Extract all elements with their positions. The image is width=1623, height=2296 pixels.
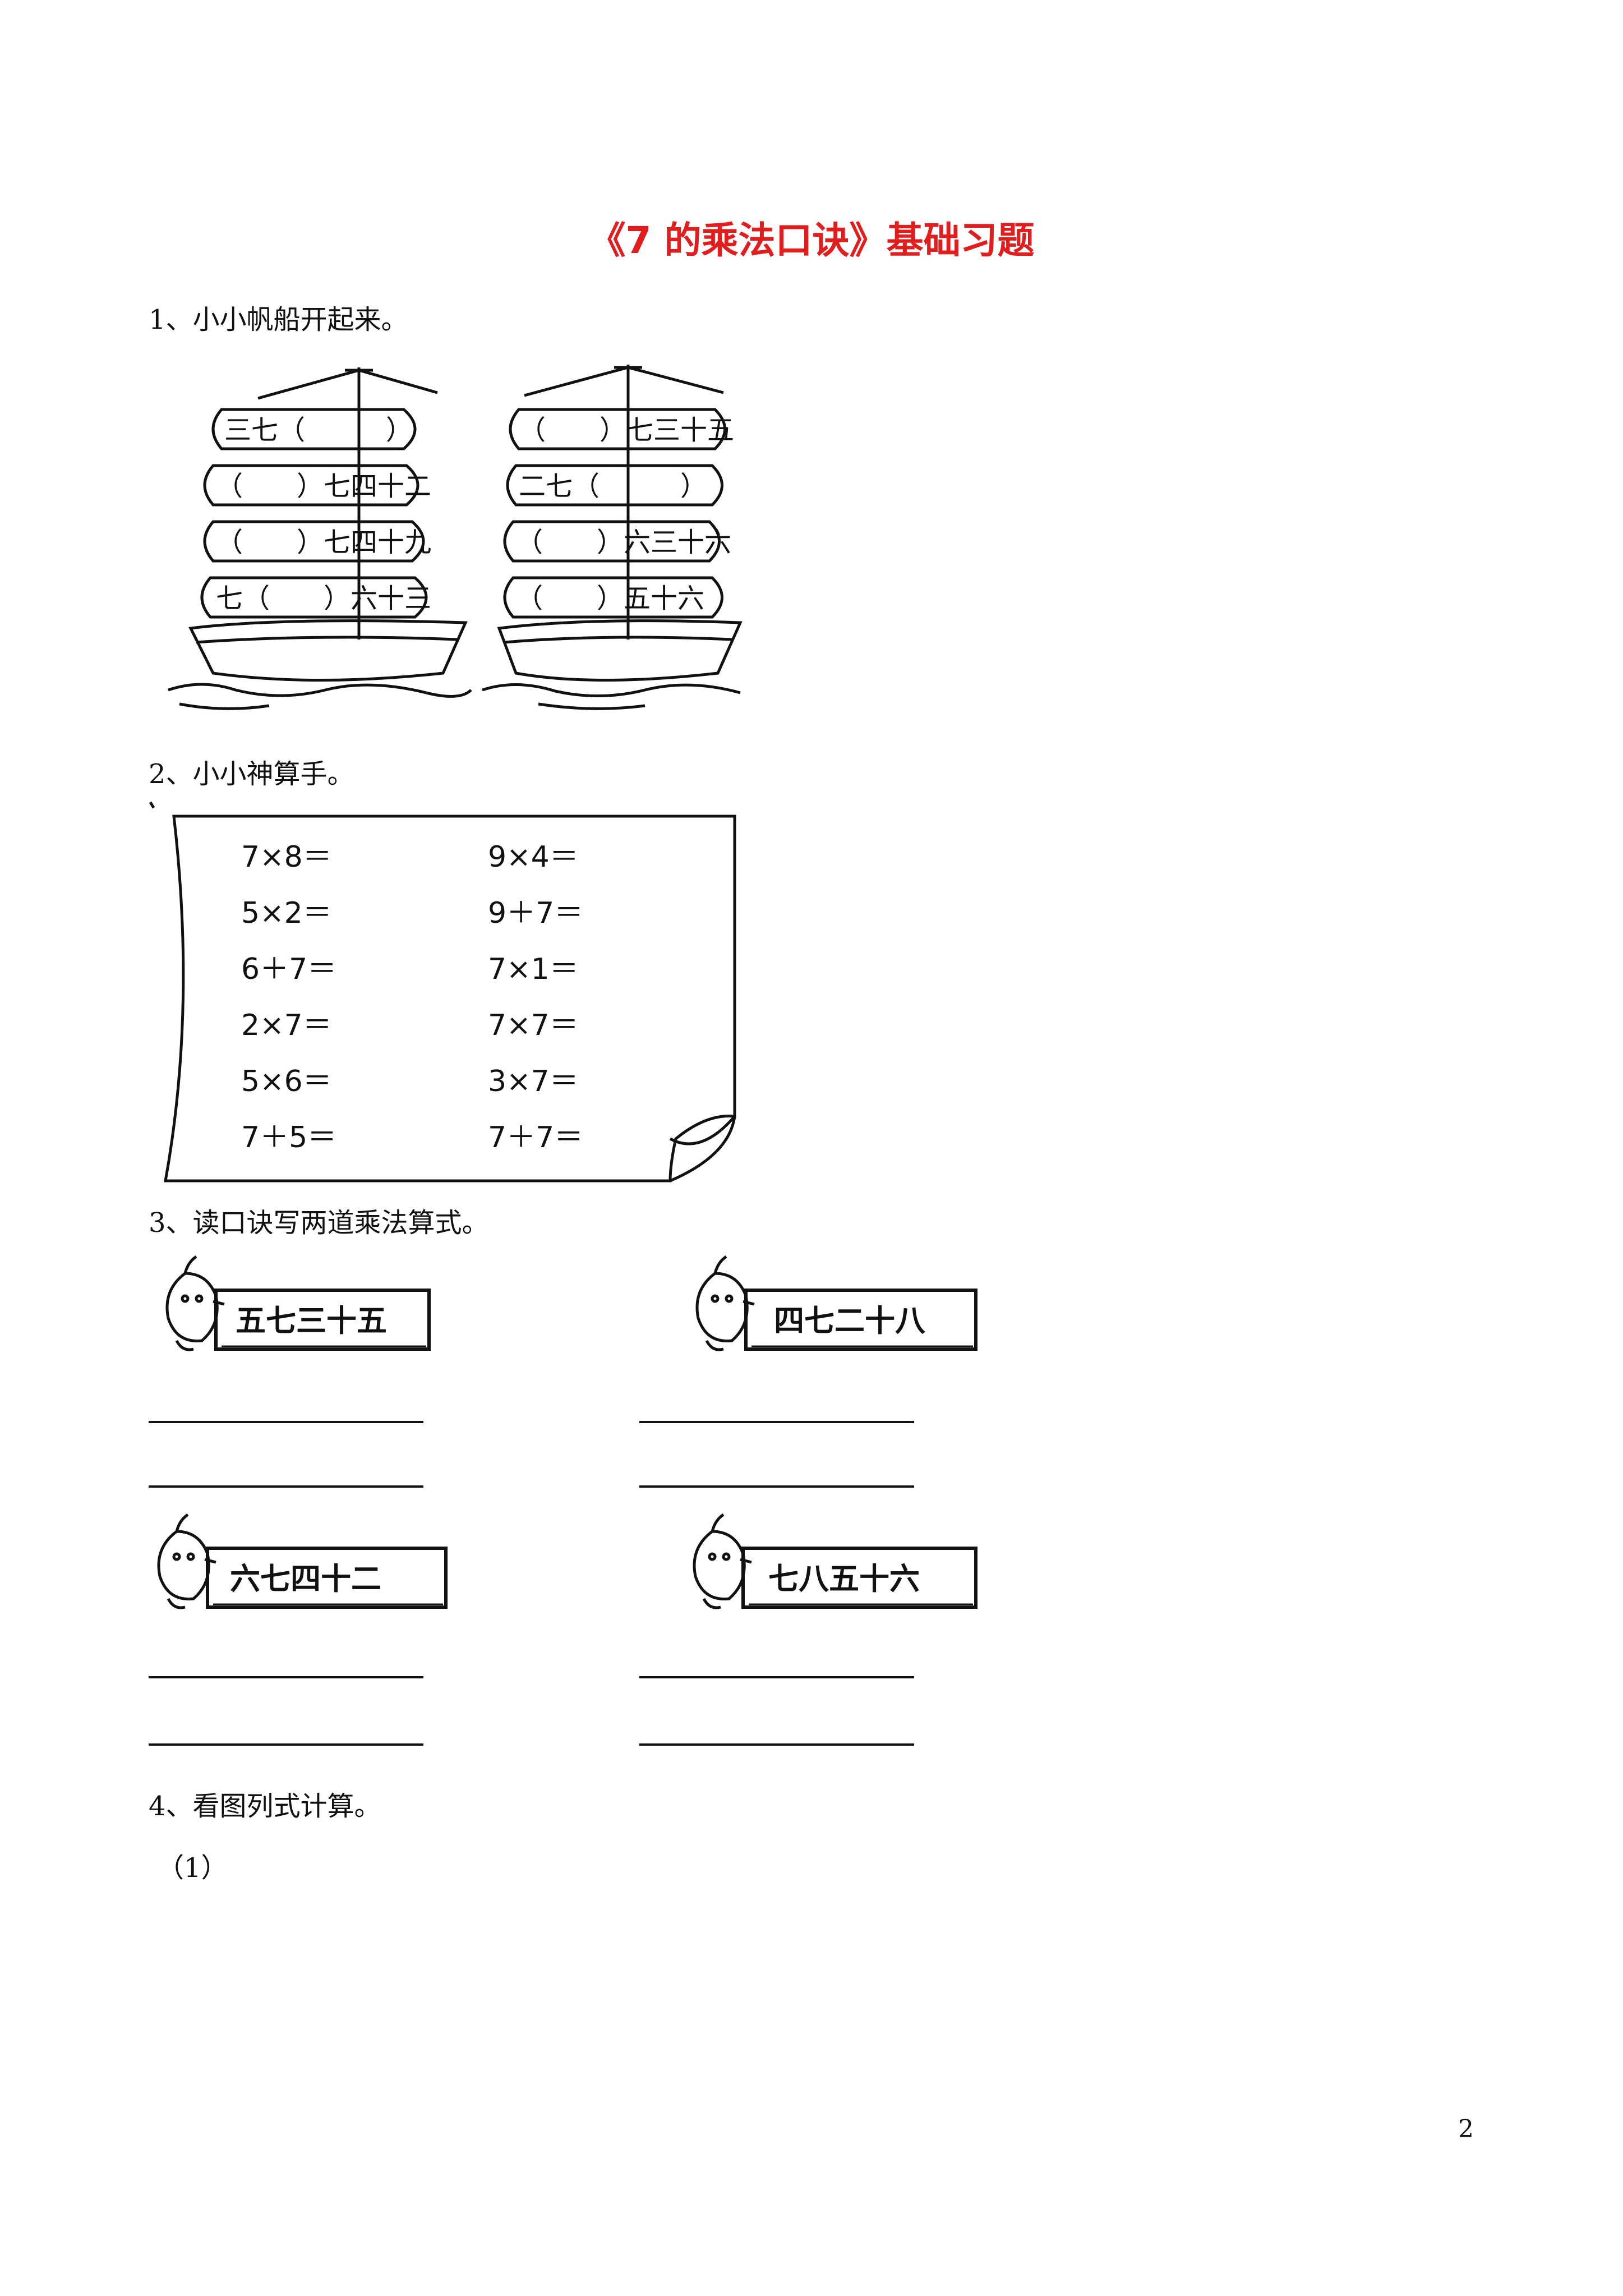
sail-panel-left-4 xyxy=(200,576,428,619)
tag-text-2: 四七二十八 xyxy=(774,1303,926,1338)
calc-right-1: 9×4＝ xyxy=(488,840,579,874)
sail-text-right-2: 二七（ ） xyxy=(519,471,707,502)
sail-text-right-4: （ ）五十六 xyxy=(516,583,704,614)
sail-text-left-1: 三七（ ） xyxy=(224,415,413,446)
mascot-icon xyxy=(165,1255,225,1351)
sailboat-right xyxy=(482,365,743,710)
calc-left-6: 7＋5＝ xyxy=(241,1121,336,1154)
calc-right-6: 7＋7＝ xyxy=(488,1121,583,1154)
sail-panel-right-4 xyxy=(503,576,723,619)
question-4-heading: 4、看图列式计算。 xyxy=(149,1791,381,1822)
sail-text-left-2: （ ）七四十二 xyxy=(216,471,431,502)
sail-text-left-3: （ ）七四十九 xyxy=(216,527,431,558)
tag-3: 六七四十二 xyxy=(157,1513,448,1609)
question-3-heading: 3、读口诀写两道乘法算式。 xyxy=(149,1207,489,1239)
tag-text-1: 五七三十五 xyxy=(236,1303,387,1338)
calc-left-4: 2×7＝ xyxy=(241,1009,332,1042)
sail-panel-right-1 xyxy=(509,408,726,450)
tag-4: 七八五十六 xyxy=(693,1513,978,1609)
tag-text-4: 七八五十六 xyxy=(768,1561,920,1596)
calc-right-2: 9＋7＝ xyxy=(488,896,583,930)
mascot-icon xyxy=(695,1255,755,1351)
question-4-sub: （1） xyxy=(157,1852,228,1884)
calc-left-3: 6＋7＝ xyxy=(241,953,336,986)
calc-right-4: 7×7＝ xyxy=(488,1009,579,1042)
question-1-heading: 1、小小帆船开起来。 xyxy=(149,304,408,335)
sail-panel-left-1 xyxy=(211,408,417,450)
sail-panel-right-2 xyxy=(506,464,723,507)
sail-panel-left-2 xyxy=(203,464,419,507)
page-title: 《7 的乘法口诀》基础习题 xyxy=(588,219,1035,262)
calc-left-1: 7×8＝ xyxy=(241,840,332,874)
sail-text-right-3: （ ）六三十六 xyxy=(516,527,731,558)
sail-panel-right-3 xyxy=(503,520,721,563)
calc-left-5: 5×6＝ xyxy=(241,1065,332,1098)
hull-right xyxy=(497,619,743,682)
hull-left xyxy=(188,619,468,682)
sail-text-left-4: 七（ ）六十三 xyxy=(216,583,431,614)
sailboat-left xyxy=(168,367,472,710)
tag-2: 四七二十八 xyxy=(695,1255,978,1351)
sail-top-left xyxy=(257,369,438,400)
page-number: 2 xyxy=(1458,2115,1474,2143)
tag-text-3: 六七四十二 xyxy=(230,1561,381,1596)
calc-right-3: 7×1＝ xyxy=(488,953,579,986)
sail-top-right xyxy=(524,366,724,397)
calc-paper xyxy=(149,801,736,1182)
question-2-heading: 2、小小神算手。 xyxy=(149,758,354,790)
sail-text-right-1: （ ）七三十五 xyxy=(519,415,734,446)
mascot-icon xyxy=(157,1513,216,1609)
calc-left-2: 5×2＝ xyxy=(241,896,332,930)
tag-1: 五七三十五 xyxy=(165,1255,431,1351)
sail-panel-left-3 xyxy=(203,520,425,563)
calc-right-5: 3×7＝ xyxy=(488,1065,579,1098)
